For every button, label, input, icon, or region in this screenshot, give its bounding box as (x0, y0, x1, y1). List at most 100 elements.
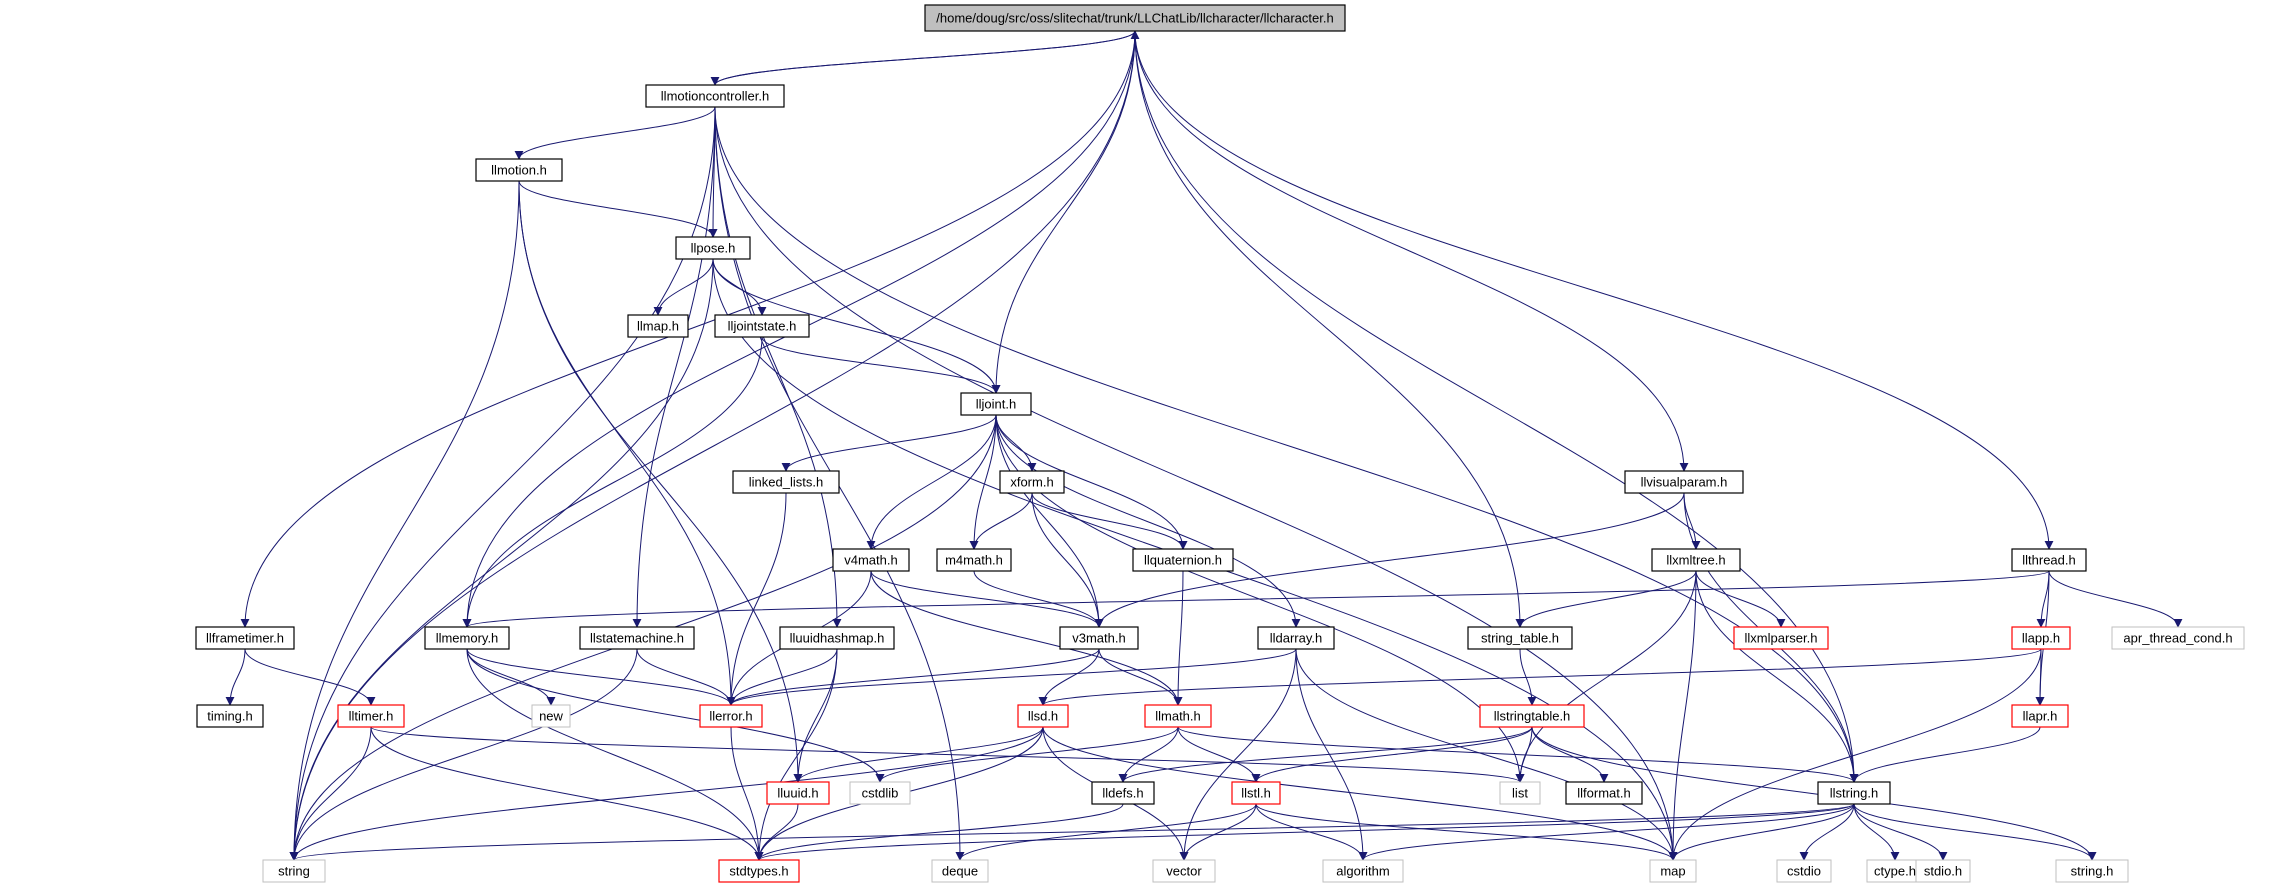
node-box-llframetimer[interactable] (195, 626, 295, 650)
node-box-m4math[interactable] (936, 548, 1012, 572)
node-llstring[interactable]: llstring.h (1817, 781, 1891, 805)
node-llstl[interactable]: llstl.h (1231, 781, 1281, 805)
node-llapp[interactable]: llapp.h (2011, 626, 2071, 650)
node-box-llstatemachine[interactable] (579, 626, 695, 650)
node-lldefs[interactable]: lldefs.h (1091, 781, 1155, 805)
node-box-lldarray[interactable] (1257, 626, 1335, 650)
node-llframetimer[interactable]: llframetimer.h (195, 626, 295, 650)
edge-v3math-to-llsd (1038, 648, 1100, 706)
node-box-llmap[interactable] (627, 314, 689, 338)
node-llsd[interactable]: llsd.h (1017, 704, 1069, 728)
node-label-llmotioncontroller: llmotioncontroller.h (661, 88, 769, 103)
node-box-llapp[interactable] (2011, 626, 2071, 650)
node-label-llframetimer: llframetimer.h (206, 630, 284, 645)
node-llstringtable[interactable]: llstringtable.h (1479, 704, 1585, 728)
node-box-llapr[interactable] (2011, 704, 2069, 728)
node-box-llpose[interactable] (675, 236, 751, 260)
node-box-llerror[interactable] (699, 704, 763, 728)
node-box-xform[interactable] (999, 470, 1065, 494)
node-timing[interactable]: timing.h (196, 704, 264, 728)
node-v3math[interactable]: v3math.h (1059, 626, 1139, 650)
node-box-v3math[interactable] (1059, 626, 1139, 650)
node-xform[interactable]: xform.h (999, 470, 1065, 494)
node-box-llquaternion[interactable] (1132, 548, 1234, 572)
node-llxmltree[interactable]: llxmltree.h (1651, 548, 1741, 572)
node-lluuidhashmap[interactable]: lluuidhashmap.h (779, 626, 895, 650)
edge-llmotioncontroller-to-string (289, 106, 716, 861)
node-stdtypes[interactable]: stdtypes.h (718, 859, 800, 883)
node-list: list (1499, 781, 1541, 805)
node-box-lluuidhashmap[interactable] (779, 626, 895, 650)
node-box-v4math[interactable] (832, 548, 910, 572)
node-box-lljointstate[interactable] (714, 314, 810, 338)
edge-lldarray-to-llerror (726, 648, 1297, 706)
node-label-v3math: v3math.h (1072, 630, 1125, 645)
node-llstatemachine[interactable]: llstatemachine.h (579, 626, 695, 650)
node-algorithm: algorithm (1322, 859, 1404, 883)
node-v4math[interactable]: v4math.h (832, 548, 910, 572)
node-llthread[interactable]: llthread.h (2011, 548, 2087, 572)
node-box-lltimer[interactable] (337, 704, 405, 728)
edge-llmotion-to-string (289, 180, 520, 861)
node-box-llmath[interactable] (1144, 704, 1212, 728)
node-llmap[interactable]: llmap.h (627, 314, 689, 338)
edge-llapp-to-map (1668, 648, 2042, 861)
edge-llstl-to-vector (1179, 803, 1257, 861)
edge-lluuidhashmap-to-lluuid (793, 648, 838, 783)
node-llerror[interactable]: llerror.h (699, 704, 763, 728)
edge-llstatemachine-to-string (289, 648, 638, 861)
node-lljointstate[interactable]: lljointstate.h (714, 314, 810, 338)
node-box-llstringtable[interactable] (1479, 704, 1585, 728)
node-lltimer[interactable]: lltimer.h (337, 704, 405, 728)
node-box-llxmlparser[interactable] (1733, 626, 1829, 650)
node-llmemory[interactable]: llmemory.h (424, 626, 510, 650)
node-llquaternion[interactable]: llquaternion.h (1132, 548, 1234, 572)
node-box-llstl[interactable] (1231, 781, 1281, 805)
node-llpose[interactable]: llpose.h (675, 236, 751, 260)
node-llmotioncontroller[interactable]: llmotioncontroller.h (645, 84, 785, 108)
node-box-llthread[interactable] (2011, 548, 2087, 572)
node-box-vector (1152, 859, 1216, 883)
node-llapr[interactable]: llapr.h (2011, 704, 2069, 728)
node-box-root[interactable] (924, 4, 1346, 32)
edge-linked_lists-to-llerror (726, 492, 787, 706)
node-string-table[interactable]: string_table.h (1467, 626, 1573, 650)
node-box-lluuid[interactable] (766, 781, 830, 805)
node-label-llmath: llmath.h (1155, 708, 1201, 723)
node-label-llmemory: llmemory.h (436, 630, 499, 645)
node-box-string-table[interactable] (1467, 626, 1573, 650)
edge-llpose-to-lljoint (712, 258, 1001, 394)
node-box-linked-lists[interactable] (732, 470, 840, 494)
node-lldarray[interactable]: lldarray.h (1257, 626, 1335, 650)
node-box-llvisualparam[interactable] (1624, 470, 1744, 494)
node-lljoint[interactable]: lljoint.h (960, 392, 1032, 416)
node-llmath[interactable]: llmath.h (1144, 704, 1212, 728)
node-llformat[interactable]: llformat.h (1565, 781, 1643, 805)
node-root[interactable]: /home/doug/src/oss/slitechat/trunk/LLCha… (924, 4, 1346, 32)
node-box-llxmltree[interactable] (1651, 548, 1741, 572)
node-box-llmotioncontroller[interactable] (645, 84, 785, 108)
node-box-algorithm (1322, 859, 1404, 883)
node-label-lldarray: lldarray.h (1270, 630, 1323, 645)
node-box-lldefs[interactable] (1091, 781, 1155, 805)
node-m4math[interactable]: m4math.h (936, 548, 1012, 572)
node-box-llsd[interactable] (1017, 704, 1069, 728)
edge-lljointstate-to-lljoint (761, 336, 1001, 394)
node-llxmlparser[interactable]: llxmlparser.h (1733, 626, 1829, 650)
node-box-stdtypes[interactable] (718, 859, 800, 883)
edge-lljoint-to-v4math (866, 414, 997, 550)
node-box-llmotion[interactable] (475, 158, 563, 182)
node-box-llmemory[interactable] (424, 626, 510, 650)
node-box-lljoint[interactable] (960, 392, 1032, 416)
edge-lltimer-to-list (370, 726, 1525, 783)
node-lluuid[interactable]: lluuid.h (766, 781, 830, 805)
node-box-llformat[interactable] (1565, 781, 1643, 805)
node-llvisualparam[interactable]: llvisualparam.h (1624, 470, 1744, 494)
edge-llpose-to-llmap (653, 258, 714, 316)
node-map: map (1649, 859, 1697, 883)
node-box-timing[interactable] (196, 704, 264, 728)
node-llmotion[interactable]: llmotion.h (475, 158, 563, 182)
node-cstdlib: cstdlib (849, 781, 911, 805)
node-box-llstring[interactable] (1817, 781, 1891, 805)
node-linked-lists[interactable]: linked_lists.h (732, 470, 840, 494)
